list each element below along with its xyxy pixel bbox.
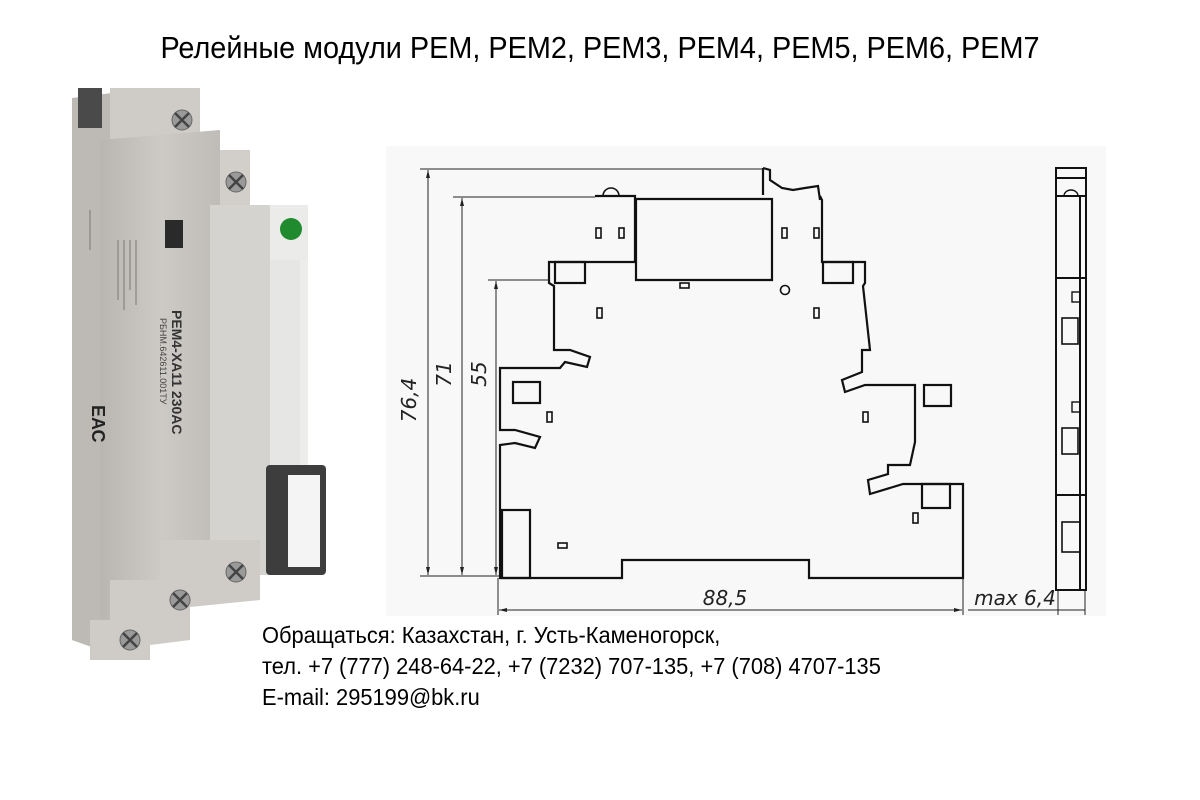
led-indicator xyxy=(280,218,302,240)
dim-side-width: max 6,4 xyxy=(974,586,1056,610)
code-label: РБНМ.642611.001ТУ xyxy=(158,318,168,405)
dim-height-55: 55 xyxy=(467,361,491,386)
dim-width-88-5: 88,5 xyxy=(703,586,748,610)
dim-height-76-4: 76,4 xyxy=(397,378,421,423)
eac-mark: ЕАС xyxy=(88,405,108,443)
brand-logo xyxy=(165,220,183,248)
contact-address: Обращаться: Казахстан, г. Усть-Каменогор… xyxy=(262,622,721,648)
page-title: Релейные модули РЕМ, РЕМ2, РЕМ3, РЕМ4, Р… xyxy=(160,30,1040,65)
drawing-background xyxy=(386,146,1106,616)
contact-info: Обращаться: Казахстан, г. Усть-Каменогор… xyxy=(262,620,881,713)
relay-module-photo: РЕМ4-ХА11 230AC РБНМ.642611.001ТУ ЕАС xyxy=(72,88,326,660)
contact-email: E-mail: 295199@bk.ru xyxy=(262,684,480,710)
contact-phones: тел. +7 (777) 248-64-22, +7 (7232) 707-1… xyxy=(262,653,881,679)
dimension-drawing: 76,4 71 55 88,5 max 6,4 xyxy=(397,166,1087,615)
dim-height-71: 71 xyxy=(432,361,456,386)
model-label: РЕМ4-ХА11 230AC xyxy=(169,310,185,435)
